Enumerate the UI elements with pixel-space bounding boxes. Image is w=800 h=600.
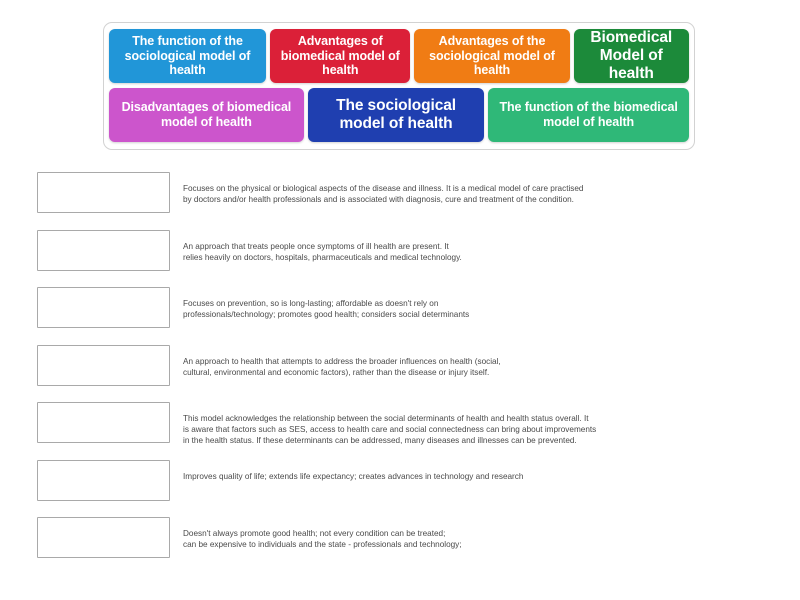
answer-row: Focuses on the physical or biological as… [0,172,800,230]
answer-description: An approach to health that attempts to a… [183,356,501,377]
chip-row-2: Disadvantages of biomedical model of hea… [109,88,689,142]
chip-label: The function of the biomedical model of … [499,100,678,129]
answer-description: This model acknowledges the relationship… [183,414,597,445]
drop-zone[interactable] [37,459,170,501]
answer-description: Improves quality of life; extends life e… [183,471,524,481]
chip-function-sociological-model[interactable]: The function of the sociological model o… [109,29,267,83]
chip-tray: The function of the sociological model o… [103,22,695,150]
chip-label: The function of the sociological model o… [124,33,251,78]
chip-label: Biomedical Model of health [590,28,673,83]
drop-zone[interactable] [37,402,170,443]
answer-description: Focuses on the physical or biological as… [183,184,584,204]
answer-row: This model acknowledges the relationship… [0,402,800,460]
chip-advantages-sociological-model[interactable]: Advantages of the sociological model of … [414,29,570,83]
drop-zone[interactable] [37,172,170,213]
answer-row: An approach to health that attempts to a… [0,344,800,403]
drop-zone[interactable] [37,287,170,328]
answer-description: An approach that treats people once symp… [183,241,462,262]
chip-label: Advantages of the sociological model of … [429,33,555,78]
chip-function-biomedical-model[interactable]: The function of the biomedical model of … [488,88,689,142]
chip-label: The sociological model of health [336,96,456,132]
answer-description: Focuses on prevention, so is long-lastin… [183,299,470,319]
drop-zone[interactable] [37,344,170,386]
chip-advantages-biomedical-model[interactable]: Advantages of biomedical model of health [270,29,411,83]
answer-row: Doesn't always promote good health; not … [0,517,800,575]
chip-label: Advantages of biomedical model of health [280,33,400,78]
answer-row: Improves quality of life; extends life e… [0,459,800,518]
chip-label: Disadvantages of biomedical model of hea… [121,100,292,129]
drop-zone[interactable] [37,229,170,271]
answer-list: Focuses on the physical or biological as… [0,172,800,575]
answer-row: An approach that treats people once symp… [0,229,800,288]
drop-zone[interactable] [37,517,170,558]
answer-description: Doesn't always promote good health; not … [183,529,462,549]
chip-biomedical-model-of-health[interactable]: Biomedical Model of health [573,28,689,83]
chip-disadvantages-biomedical-model[interactable]: Disadvantages of biomedical model of hea… [109,88,304,142]
chip-sociological-model-of-health[interactable]: The sociological model of health [307,88,485,142]
answer-row: Focuses on prevention, so is long-lastin… [0,287,800,345]
chip-row-1: The function of the sociological model o… [109,29,689,83]
